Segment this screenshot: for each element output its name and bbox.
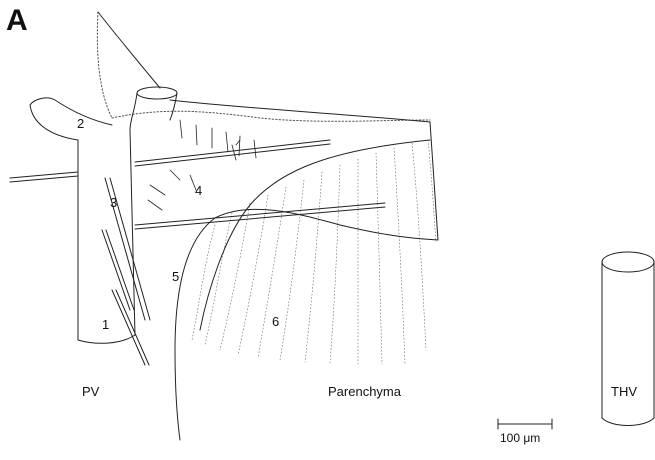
structure-number-3: 3 — [110, 196, 117, 209]
venule-center-2 — [135, 203, 385, 225]
venule-center-1 — [135, 140, 330, 162]
portal-vein-branch-2 — [30, 105, 78, 140]
panel-label: A — [6, 6, 28, 36]
portal-vein-upper-branch — [30, 98, 112, 125]
region-label-parenchyma: Parenchyma — [328, 385, 401, 398]
region-label-pv: PV — [82, 385, 99, 398]
vessel-neck — [130, 93, 137, 130]
scale-bar-label: 100 μm — [500, 432, 540, 444]
sector-outer-boundary — [430, 122, 438, 240]
venule-branch-1b — [116, 290, 149, 365]
vessel-cap — [137, 87, 177, 99]
region-label-thv: THV — [611, 385, 637, 398]
sheet-right-edge — [112, 111, 430, 121]
structure-number-6: 6 — [272, 315, 279, 328]
structure-number-5: 5 — [172, 270, 179, 283]
sector-upper-boundary — [170, 100, 430, 122]
structure-number-2: 2 — [77, 117, 84, 130]
venule-center-2b — [135, 207, 385, 229]
structure-number-4: 4 — [195, 184, 202, 197]
structure-number-1: 1 — [102, 318, 109, 331]
scale-bar-line — [498, 419, 552, 429]
upper-sheet-outline — [97, 12, 112, 118]
terminal-hepatic-venule — [602, 252, 654, 426]
sheet-upper-curve — [98, 12, 160, 88]
sector-lower-boundary — [175, 209, 438, 440]
parenchyma-hatching — [192, 140, 436, 364]
